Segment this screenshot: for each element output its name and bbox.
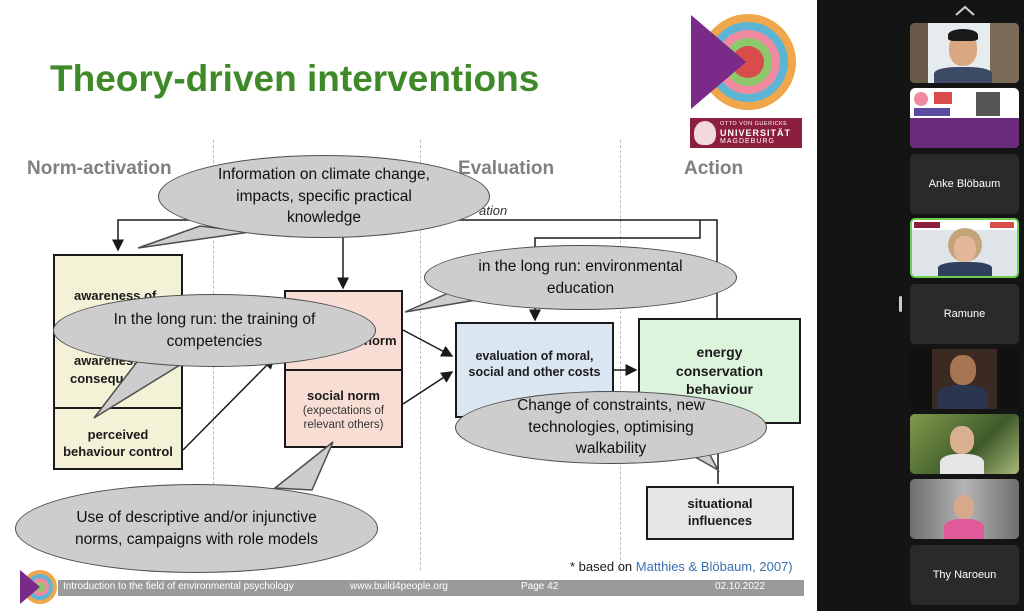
participant-face [950, 426, 974, 454]
slide-footer: Introduction to the field of environment… [58, 580, 804, 596]
source-citation: * based on Matthies & Blöbaum, 2007) [570, 559, 793, 574]
source-prefix: * based on [570, 559, 633, 574]
scroll-handle-icon[interactable] [899, 296, 902, 312]
slide-title: Theory-driven interventions [50, 58, 540, 99]
participant-tile-thy-naroeun[interactable]: Thy Naroeun [910, 545, 1019, 605]
participant-video-tile[interactable] [910, 349, 1019, 409]
participant-shirt [938, 262, 992, 276]
situational-influences-box: situational influences [646, 486, 794, 540]
portrait-icon [694, 121, 716, 145]
participant-tile-anke[interactable]: Anke Blöbaum [910, 154, 1019, 214]
bubble-training-competencies: In the long run: the training of compete… [53, 294, 376, 367]
footer-url: www.build4people.org [350, 581, 448, 592]
bubble-environmental-education: in the long run: environmental education [424, 245, 737, 310]
footer-page: Page 42 [521, 581, 559, 592]
participant-hair [948, 29, 978, 41]
logo-text-2: UNIVERSITÄT [720, 128, 792, 138]
footer-date: 02.10.2022 [715, 581, 766, 592]
participant-shirt [940, 454, 984, 474]
bubble-change-of-constraints: Change of constraints, new technologies,… [455, 391, 767, 464]
column-separator [420, 140, 421, 570]
participant-shirt [934, 67, 992, 83]
logo-text-3: MAGDEBURG [720, 138, 775, 145]
bubble-descriptive-norms: Use of descriptive and/or injunctive nor… [15, 484, 378, 573]
footer-logo-icon [20, 570, 57, 604]
presentation-slide: Theory-driven interventions OTTO VON GUE… [0, 0, 817, 611]
column-separator [620, 140, 621, 570]
participant-face [950, 355, 976, 385]
column-norm-activation: Norm-activation [27, 158, 172, 179]
chevron-up-icon[interactable] [953, 4, 977, 18]
university-logo-icon: OTTO VON GUERICKE UNIVERSITÄT MAGDEBURG [690, 118, 802, 148]
column-action: Action [684, 158, 744, 179]
footer-course: Introduction to the field of environment… [63, 581, 294, 592]
box-divider [53, 407, 183, 409]
box-divider [284, 369, 403, 371]
column-evaluation: Evaluation [458, 158, 555, 179]
participant-shirt [938, 385, 988, 409]
logo-text-1: OTTO VON GUERICKE [720, 121, 788, 127]
social-norm-label: social norm [307, 388, 380, 403]
awareness-of-consequences-label-2: conseque [70, 371, 131, 386]
participant-face [954, 495, 974, 519]
participant-tile-ramune[interactable]: Ramune [910, 284, 1019, 344]
participant-video-tile[interactable] [910, 23, 1019, 83]
source-reference: Matthies & Blöbaum, 2007) [635, 559, 793, 574]
target-logo-icon [691, 14, 796, 110]
participant-shirt [944, 519, 984, 539]
bubble-climate-information: Information on climate change, impacts, … [158, 155, 490, 238]
participant-video-tile[interactable] [910, 88, 1019, 148]
participant-video-tile[interactable] [910, 479, 1019, 539]
participant-video-tile[interactable] [910, 414, 1019, 474]
evaluation-label-fragment: ation [479, 203, 508, 218]
perceived-behaviour-control-label: perceived behaviour control [63, 427, 173, 459]
social-norm-description: (expectations of relevant others) [302, 405, 385, 432]
active-speaker-video-tile[interactable] [910, 218, 1019, 278]
participant-face [954, 236, 976, 262]
